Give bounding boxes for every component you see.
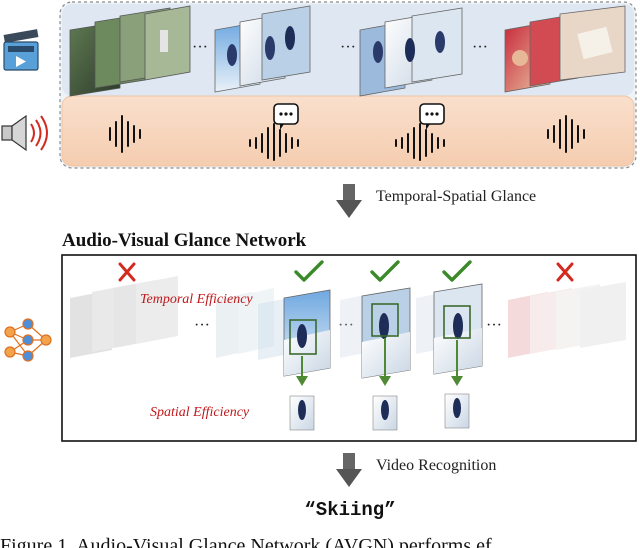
ellipsis-3: ··· xyxy=(472,39,488,56)
ellipsis-6: ··· xyxy=(486,317,502,334)
clapperboard-icon xyxy=(3,29,39,71)
cross-icon xyxy=(118,262,136,282)
flow-arrow-1 xyxy=(336,184,362,218)
video-frames-ski-1 xyxy=(214,5,311,93)
down-arrow-2 xyxy=(379,338,391,386)
step1-label: Temporal-Spatial Glance xyxy=(376,188,536,205)
step2-label: Video Recognition xyxy=(376,457,496,474)
patch-box-2 xyxy=(371,303,399,337)
faded-frames-mid xyxy=(216,288,274,358)
flow-arrow-2 xyxy=(336,453,362,487)
spatial-efficiency-label: Spatial Efficiency xyxy=(150,405,250,420)
temporal-efficiency-label: Temporal Efficiency xyxy=(140,292,253,307)
result-label: “Skiing” xyxy=(304,499,395,521)
video-band xyxy=(62,4,634,96)
speaker-icon xyxy=(1,114,48,152)
rejected-frames-left xyxy=(70,276,178,358)
figure-caption: Figure 1. Audio-Visual Glance Network (A… xyxy=(0,535,492,548)
audio-waveform-1 xyxy=(109,115,141,153)
video-frames-street xyxy=(69,5,191,97)
selected-frame-1 xyxy=(258,289,331,377)
down-arrow-1 xyxy=(296,356,308,386)
cropped-patch-1 xyxy=(289,395,315,431)
patch-box-1 xyxy=(289,319,317,355)
down-arrow-3 xyxy=(451,340,463,386)
check-icon xyxy=(442,260,472,282)
cropped-patch-2 xyxy=(372,395,398,431)
speech-bubble-icon xyxy=(419,103,445,130)
check-icon xyxy=(294,260,324,282)
video-frames-red xyxy=(504,5,626,93)
rejected-frames-right xyxy=(508,282,626,358)
speech-bubble-icon xyxy=(273,103,299,130)
video-frames-ski-2 xyxy=(359,7,463,97)
ellipsis-1: ··· xyxy=(192,39,208,56)
check-icon xyxy=(370,260,400,282)
ellipsis-4: ··· xyxy=(194,317,210,334)
ellipsis-2: ··· xyxy=(340,39,356,56)
patch-box-3 xyxy=(443,305,471,339)
audio-waveform-4 xyxy=(547,115,585,153)
cross-icon xyxy=(556,262,574,282)
cropped-patch-3 xyxy=(444,393,470,429)
audio-waveform-3 xyxy=(395,123,445,161)
selected-frame-2 xyxy=(340,287,411,379)
network-panel xyxy=(61,254,637,442)
ellipsis-5: ··· xyxy=(338,317,354,334)
network-title: Audio-Visual Glance Network xyxy=(62,230,307,251)
audio-band xyxy=(61,95,635,167)
audio-waveform-2 xyxy=(249,123,299,161)
neural-network-icon xyxy=(4,318,52,362)
